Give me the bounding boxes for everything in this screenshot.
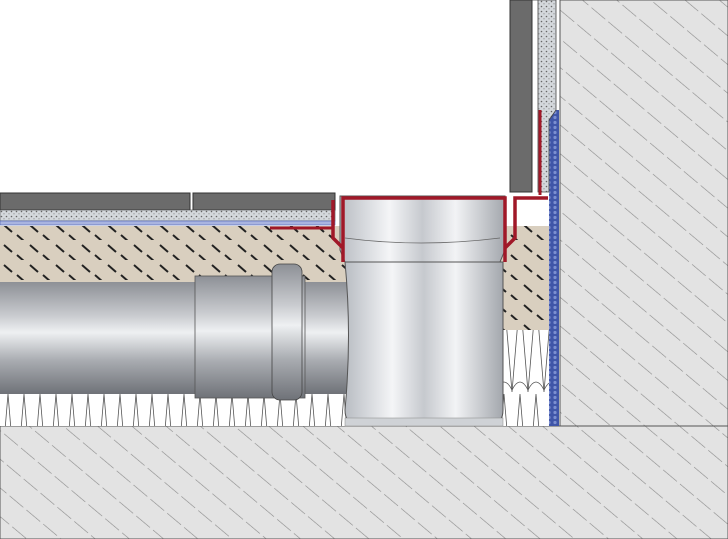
drain-upper-part	[339, 195, 506, 263]
floor-tile	[0, 192, 191, 211]
drain-base-foot	[344, 417, 504, 427]
wall-tile-adhesive	[530, 0, 557, 193]
drain-pipe	[0, 282, 360, 394]
floor-sealing-membrane	[0, 220, 336, 226]
pipe-socket-ring	[271, 263, 303, 401]
drain-sealing-collar	[331, 196, 548, 262]
drain-body	[344, 261, 504, 425]
wall-tile	[509, 0, 533, 193]
floor-tile-adhesive	[0, 209, 336, 222]
floor-tile	[192, 192, 336, 211]
concrete-wall	[559, 0, 728, 429]
wall-sealing-membrane	[549, 110, 559, 426]
concrete-floor-slab	[0, 425, 728, 539]
drain-inner-edge	[344, 237, 501, 244]
